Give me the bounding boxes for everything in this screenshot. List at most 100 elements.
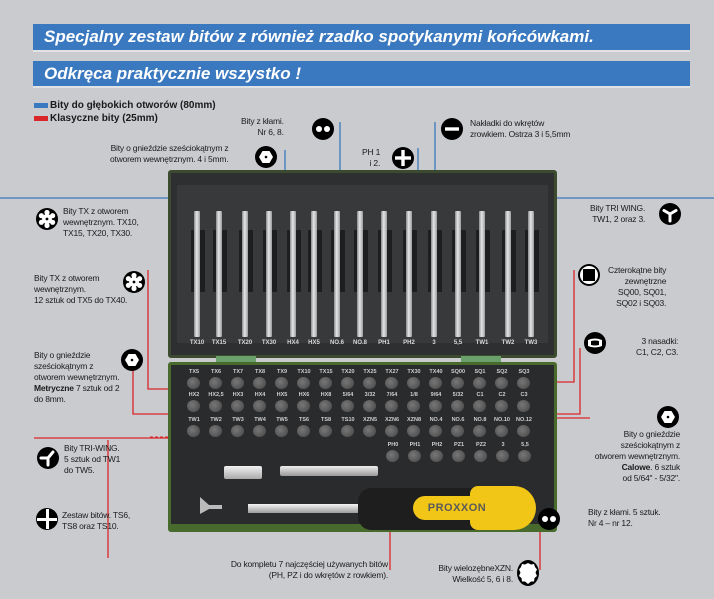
- tri-wing-icon: [659, 203, 681, 225]
- legend-swatch-red: [34, 116, 48, 121]
- short-bit-label: TX20: [341, 369, 355, 375]
- note-claw-6-8: Bity z kłami.Nr 6, 8.: [241, 116, 284, 137]
- short-bit-label: NO.4: [429, 417, 443, 423]
- red-leader-nasadki: [555, 348, 581, 415]
- short-bit: [517, 400, 530, 412]
- short-bit: [363, 425, 376, 437]
- phillips-icon: [392, 147, 414, 169]
- short-bit: [275, 425, 288, 437]
- short-bit-label: 9/64: [430, 392, 442, 398]
- short-bit-label: TW5: [276, 417, 288, 423]
- short-bit: [341, 425, 354, 437]
- long-bit-label: NO.6: [329, 340, 344, 346]
- short-bit-label: 3: [501, 442, 505, 448]
- long-bit: [266, 211, 272, 337]
- short-bit-label: C3: [520, 392, 528, 398]
- short-bit-label: XZN6: [384, 417, 400, 423]
- long-bit-label: TW1: [475, 340, 489, 346]
- legend-label: Klasyczne bity (25mm): [50, 113, 158, 124]
- short-bit: [319, 425, 332, 437]
- y-wrench: [198, 495, 224, 515]
- note-torq-set: Zestaw bitów. TS6,TS8 oraz TS10.: [62, 510, 131, 531]
- hinge-right: [461, 356, 501, 362]
- hinge-left: [216, 356, 256, 362]
- short-bit-label: TX6: [210, 369, 222, 375]
- long-bit: [406, 211, 412, 337]
- short-bit: [474, 450, 487, 462]
- torq-set-icon: [36, 508, 58, 530]
- short-bit-label: HX6: [298, 392, 310, 398]
- short-bit-label: HX8: [320, 392, 332, 398]
- short-bit: [209, 425, 222, 437]
- short-bit-label: NO.8: [473, 417, 487, 423]
- short-bit: [495, 400, 508, 412]
- note-nasadki: 3 nasadki:C1, C2, C3.: [636, 336, 679, 357]
- short-bit: [430, 450, 443, 462]
- short-bit: [408, 450, 421, 462]
- tri-wing-icon: [37, 447, 59, 469]
- short-bit-label: PZ2: [475, 442, 487, 448]
- long-bit-label: TX15: [211, 340, 227, 346]
- short-bit-label: C2: [498, 392, 506, 398]
- short-bit-label: TX5: [188, 369, 200, 375]
- short-bit: [275, 400, 288, 412]
- short-bit: [297, 425, 310, 437]
- short-bit: [517, 425, 530, 437]
- long-bit: [311, 211, 317, 337]
- legend-item-long-bits: Bity do głębokich otworów (80mm): [34, 100, 216, 111]
- short-bit-label: TS6: [298, 417, 310, 423]
- short-bit: [209, 377, 222, 389]
- short-bit: [473, 425, 486, 437]
- short-bit-label: TX30: [407, 369, 421, 375]
- xzn-spline-icon: [517, 560, 539, 586]
- short-bit: [451, 377, 464, 389]
- long-bit: [334, 211, 340, 337]
- torx-icon: [123, 271, 145, 293]
- short-bit-label: HX4: [254, 392, 266, 398]
- short-bit: [385, 400, 398, 412]
- short-bit: [187, 425, 200, 437]
- long-bit: [431, 211, 437, 337]
- long-bit: [455, 211, 461, 337]
- short-bit: [363, 377, 376, 389]
- short-bit: [407, 377, 420, 389]
- long-bit: [528, 211, 534, 337]
- short-bit: [495, 425, 508, 437]
- short-bit: [385, 425, 398, 437]
- short-bit: [386, 450, 399, 462]
- long-bit: [479, 211, 485, 337]
- short-bit-label: TX10: [297, 369, 311, 375]
- square-icon: [578, 264, 600, 286]
- short-bit: [451, 425, 464, 437]
- short-bit: [429, 425, 442, 437]
- short-bit-label: 5/32: [452, 392, 464, 398]
- short-bit-label: TW4: [254, 417, 266, 423]
- short-bit-label: NO.6: [451, 417, 465, 423]
- long-bit-label: 5,5: [453, 340, 463, 346]
- short-bit-label: 7/64: [386, 392, 398, 398]
- note-tri-wing-long: Bity TRI WING.TW1, 2 oraz 3.: [590, 203, 646, 224]
- hex-socket-icon: [121, 349, 143, 371]
- short-bit-label: SQ2: [496, 369, 508, 375]
- short-bit-label: 5/64: [342, 392, 354, 398]
- short-bit: [452, 450, 465, 462]
- long-bit: [194, 211, 200, 337]
- short-bit: [518, 450, 531, 462]
- hex-socket-icon: [657, 406, 679, 428]
- short-bit-label: 1/8: [410, 392, 418, 398]
- short-bit-label: TX15: [319, 369, 333, 375]
- short-bit: [363, 400, 376, 412]
- subtitle-banner: Odkręca praktycznie wszystko !: [33, 61, 690, 86]
- long-bit-label: TW3: [524, 340, 538, 346]
- slotted-icon: [441, 118, 463, 140]
- short-bit-label: NO.10: [494, 417, 510, 423]
